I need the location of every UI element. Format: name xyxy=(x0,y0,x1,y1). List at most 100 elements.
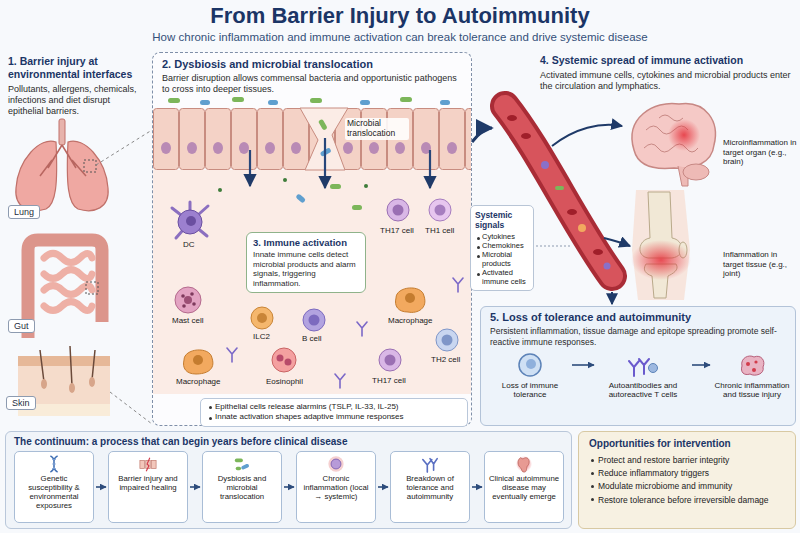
brain xyxy=(632,103,715,186)
box-text: Barrier disruption allows commensal bact… xyxy=(162,73,462,95)
knee-joint-part xyxy=(632,190,690,300)
immune-cells xyxy=(172,199,463,388)
blood-vessel-part xyxy=(521,133,531,139)
immune-cells-part xyxy=(379,349,401,371)
intestine-part xyxy=(44,254,92,311)
cell-label-holder: Macrophage xyxy=(388,316,432,325)
immune-cells-part xyxy=(175,287,201,313)
tissue-part xyxy=(153,108,471,170)
knee-joint-part xyxy=(631,240,691,280)
cell-label-holder: TH17 cell xyxy=(372,376,406,385)
icon xyxy=(628,352,658,378)
immune-cells-part xyxy=(277,355,284,362)
immune-cells-part xyxy=(251,307,273,329)
bacteria-part xyxy=(232,97,244,102)
stage-box: 5. Loss of tolerance and autoimmunityPer… xyxy=(480,306,796,426)
icon xyxy=(327,455,345,473)
panel-fills-part xyxy=(152,52,472,426)
callout-text: Inflammation in target tissue (e.g., joi… xyxy=(723,250,797,279)
icon-part xyxy=(741,356,763,375)
lungs-part xyxy=(16,141,57,211)
icon xyxy=(421,455,439,473)
bacteria-part xyxy=(200,100,210,105)
bacteria-part xyxy=(440,100,450,105)
immune-cells-part xyxy=(227,278,463,388)
icon-part xyxy=(519,354,541,376)
icon-part xyxy=(754,360,757,363)
cell-label-holder: Eosinophil xyxy=(266,377,303,386)
bullet-text: Epithelial cells release alarmins (TSLP,… xyxy=(207,402,461,412)
section-text: Activated immune cells, cytokines and mi… xyxy=(540,70,794,92)
bullet-text: Protect and restore barrier integrity xyxy=(589,454,785,467)
lungs-part xyxy=(59,119,65,145)
icon xyxy=(45,455,63,473)
immune-cells-part xyxy=(435,205,446,216)
tissue xyxy=(153,108,471,394)
box-text: Persistent inflammation, tissue damage a… xyxy=(490,326,786,347)
process-label-holder: Microbial translocation xyxy=(345,118,409,140)
intestine xyxy=(28,240,102,338)
icon-part xyxy=(649,364,658,373)
skin-part xyxy=(18,356,110,366)
process-step: Barrier injury and impaired healing xyxy=(108,451,188,523)
lungs-part xyxy=(40,145,86,176)
flow-arrow xyxy=(190,486,200,488)
immune-cells-part xyxy=(429,199,451,221)
note-box: Epithelial cells release alarmins (TSLP,… xyxy=(200,398,468,427)
section-heading-holder: 1. Barrier injury at environmental inter… xyxy=(8,55,148,80)
blood-vessel-part xyxy=(604,263,611,270)
cell-label: TH17 cell xyxy=(380,226,414,235)
icon-part xyxy=(235,459,243,463)
bacteria-part xyxy=(330,184,341,189)
box-text: Skin xyxy=(12,398,30,408)
brain-part xyxy=(668,119,700,151)
box-text: Chronic inflammation and tissue injury xyxy=(712,381,792,400)
icon-part xyxy=(423,459,437,473)
bullet-text: Chemokines xyxy=(475,241,529,250)
caption-block: How chronic inflammation and immune acti… xyxy=(0,31,800,43)
icon xyxy=(139,455,157,473)
flow-arrow xyxy=(572,364,594,366)
diagram-subtitle: How chronic inflammation and immune acti… xyxy=(0,31,800,43)
lungs-part xyxy=(84,160,96,172)
immune-cells-part xyxy=(181,294,185,298)
cell-label: Eosinophil xyxy=(266,377,303,386)
organ-tag: Gut xyxy=(8,319,35,333)
process-label: Microbial translocation xyxy=(345,118,409,140)
icon-part xyxy=(241,463,250,470)
translocation-arrows-part xyxy=(429,150,431,188)
flow-arrow xyxy=(692,364,710,366)
panel-fills-part xyxy=(5,431,572,529)
immune-cells-part xyxy=(393,205,404,216)
flow-arrows-part xyxy=(611,292,613,304)
knee-joint xyxy=(631,190,691,300)
box-heading: Systemic signals xyxy=(475,210,529,230)
immune-cells-part xyxy=(182,304,186,308)
bacteria-part xyxy=(360,100,370,105)
box-text: Barrier injury and impaired healing xyxy=(112,475,184,493)
immune-cells-part xyxy=(385,355,396,366)
cell-label-holder: TH17 cell xyxy=(380,226,414,235)
bacteria-part xyxy=(318,119,328,131)
bacteria-part xyxy=(310,98,322,103)
immune-cells-part xyxy=(272,348,296,372)
box-heading: 3. Immune activation xyxy=(253,237,359,248)
intestine-part xyxy=(86,282,98,294)
section-text-holder: Pollutants, allergens, chemicals, infect… xyxy=(8,84,146,117)
icon-part xyxy=(752,368,756,372)
translocation-arrows-part xyxy=(324,138,326,188)
icon-part xyxy=(146,458,150,472)
box-heading: 2. Dysbiosis and microbial translocation xyxy=(162,58,462,71)
bacteria-part xyxy=(295,193,306,203)
box-text: Innate immune cells detect microbial pro… xyxy=(253,250,359,288)
box-text: Breakdown of tolerance and autoimmunity xyxy=(394,475,466,502)
process-step: Clinical autoimmune disease may eventual… xyxy=(484,451,564,523)
bacteria-part xyxy=(268,100,278,105)
translocation-arrows-part xyxy=(249,150,251,186)
icon-part xyxy=(50,456,57,472)
skin-part xyxy=(41,379,47,389)
organ-tag: Skin xyxy=(6,396,36,410)
icon-part xyxy=(746,362,750,366)
tissue-part xyxy=(153,170,471,394)
flow-arrow xyxy=(96,486,106,488)
